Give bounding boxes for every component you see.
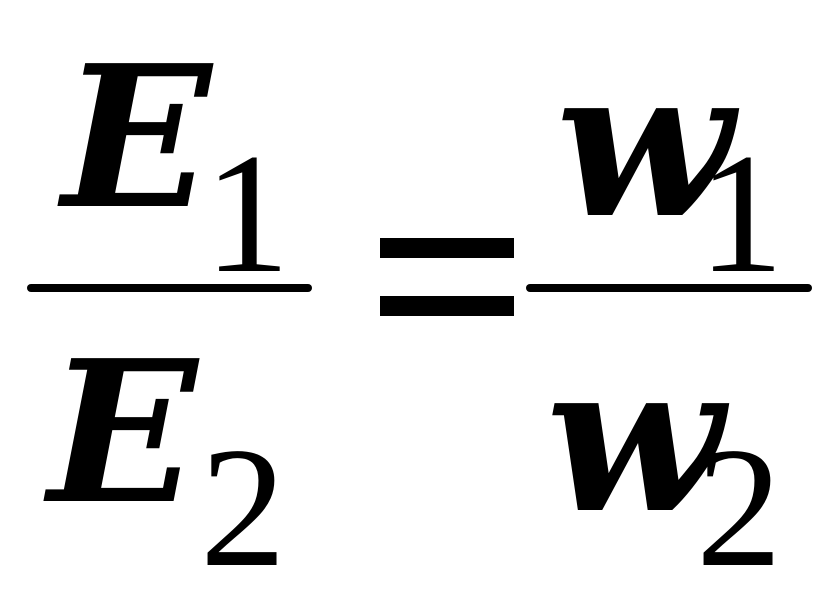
equals-sign-top-stroke <box>380 238 514 258</box>
right-fraction-bar <box>526 284 812 292</box>
equals-sign-bottom-stroke <box>380 296 514 316</box>
left-numerator-symbol: E <box>62 23 212 253</box>
right-numerator-subscript: 1 <box>698 119 784 309</box>
left-denominator-symbol: E <box>48 318 198 548</box>
right-denominator-subscript: 2 <box>696 413 782 603</box>
equals-sign <box>380 238 514 316</box>
right-numerator-symbol: w <box>556 22 734 264</box>
left-denominator-subscript: 2 <box>200 413 286 603</box>
left-numerator-subscript: 1 <box>204 119 290 309</box>
left-fraction-bar <box>27 284 312 292</box>
right-denominator-symbol: w <box>546 317 724 559</box>
left-fraction: E 1 E 2 <box>0 0 330 597</box>
right-fraction: w 1 w 2 <box>520 0 837 597</box>
